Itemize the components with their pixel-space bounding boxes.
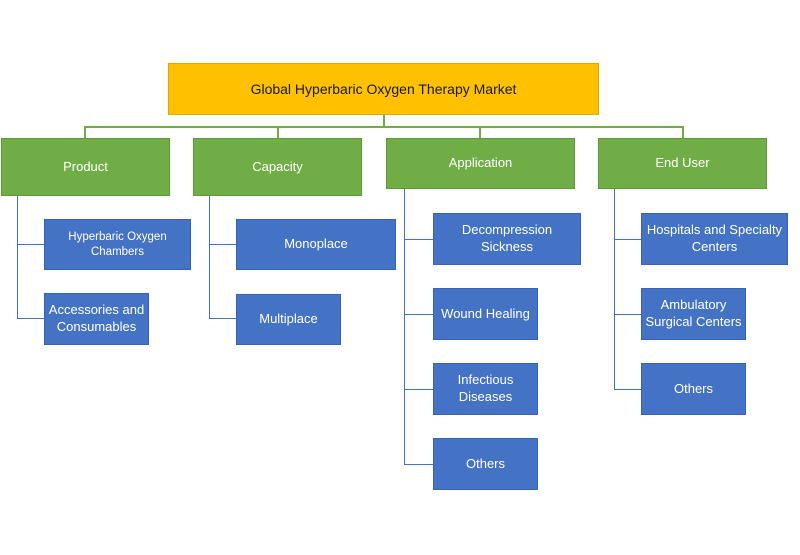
leaf-label: Others [673,380,713,396]
leaf-ambulatory-surgical-centers: Ambulatory Surgical Centers [641,288,746,340]
connector-to-end-user [682,126,684,138]
connector-root-stem [383,114,385,126]
branch-application-h1 [404,239,433,240]
branch-application-h3 [404,389,433,390]
branch-application-h4 [404,464,433,465]
category-end-user-label: End User [655,155,710,171]
category-capacity-label: Capacity [252,158,303,174]
leaf-hyperbaric-oxygen-chambers: Hyperbaric Oxygen Chambers [44,219,191,270]
branch-capacity-h1 [209,244,236,245]
branch-end-user-h2 [614,314,641,315]
branch-product-h1 [17,244,44,245]
leaf-label: Hyperbaric Oxygen Chambers [68,230,167,258]
branch-product-vertical [17,196,18,319]
branch-end-user-h3 [614,389,641,390]
leaf-accessories-and-consumables: Accessories and Consumables [44,293,149,345]
leaf-infectious-diseases: Infectious Diseases [433,363,538,415]
leaf-end-user-others: Others [641,363,746,415]
branch-end-user-h1 [614,239,641,240]
leaf-application-others: Others [433,438,538,490]
branch-application-h2 [404,314,433,315]
leaf-label: Accessories and Consumables [48,302,145,334]
branch-end-user-vertical [614,189,615,390]
leaf-multiplace: Multiplace [236,294,341,345]
leaf-decompression-sickness: Decompression Sickness [433,213,581,265]
leaf-label: Decompression Sickness [461,222,553,254]
category-capacity: Capacity [193,138,362,196]
branch-capacity-h2 [209,318,236,319]
connector-to-capacity [277,126,279,138]
category-end-user: End User [598,138,767,189]
branch-application-vertical [404,189,405,465]
category-product-label: Product [63,158,108,174]
leaf-monoplace: Monoplace [236,219,396,270]
connector-root-bus [84,126,684,128]
leaf-label: Others [465,455,505,471]
category-application: Application [386,138,575,189]
branch-product-h2 [17,318,44,319]
leaf-label: Multiplace [259,311,318,327]
category-product: Product [1,138,170,196]
connector-to-application [479,126,481,138]
category-application-label: Application [448,155,513,171]
leaf-label: Hospitals and Specialty Centers [646,222,783,254]
leaf-label: Ambulatory Surgical Centers [645,297,742,329]
leaf-hospitals-and-specialty-centers: Hospitals and Specialty Centers [641,213,788,265]
leaf-label: Wound Healing [441,305,530,321]
root-title: Global Hyperbaric Oxygen Therapy Market [250,80,517,97]
leaf-wound-healing: Wound Healing [433,288,538,340]
leaf-label: Infectious Diseases [457,372,514,404]
connector-to-product [84,126,86,138]
root-title-box: Global Hyperbaric Oxygen Therapy Market [168,63,599,115]
branch-capacity-vertical [209,196,210,319]
leaf-label: Monoplace [284,236,348,252]
